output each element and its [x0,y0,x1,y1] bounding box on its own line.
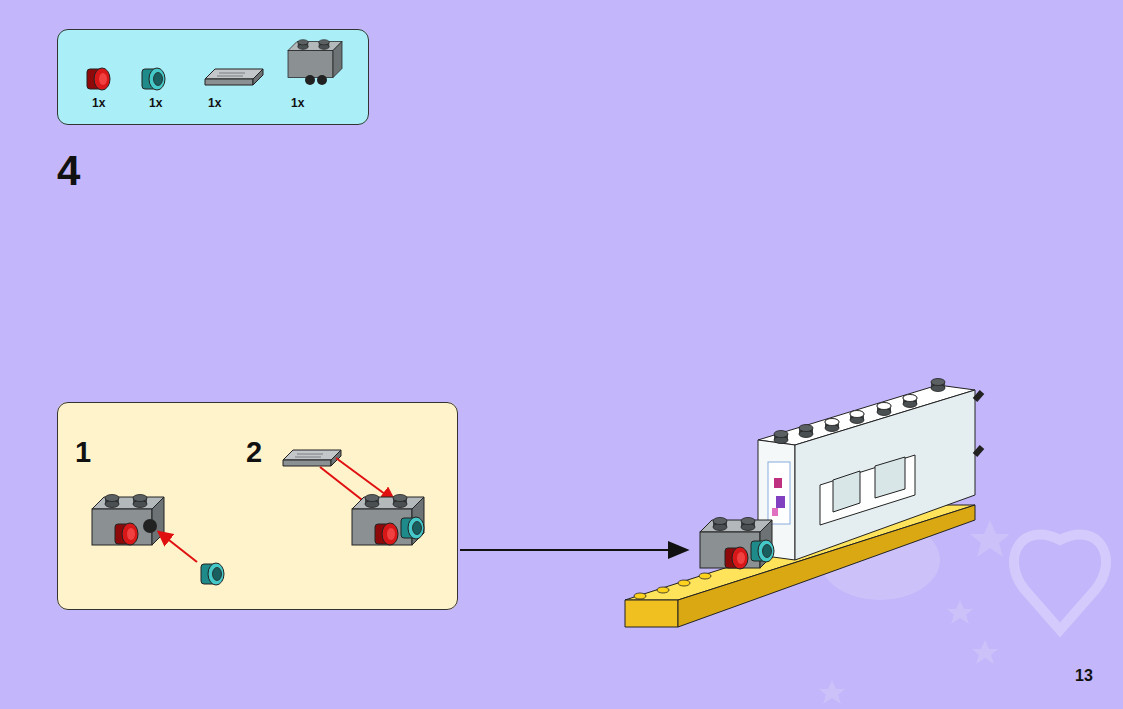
sub-step-number: 1 [75,438,91,467]
quantity-label: 1x [291,97,304,109]
quantity-label: 1x [149,97,162,109]
quantity-label: 1x [92,97,105,109]
quantity-label: 1x [208,97,221,109]
sub-step-number: 2 [246,438,262,467]
parts-list-box: 1x 1x 1x 1x [57,29,369,125]
step-number: 4 [57,150,80,192]
page-number: 13 [1075,668,1093,684]
sub-step-box: 12 [57,402,458,610]
